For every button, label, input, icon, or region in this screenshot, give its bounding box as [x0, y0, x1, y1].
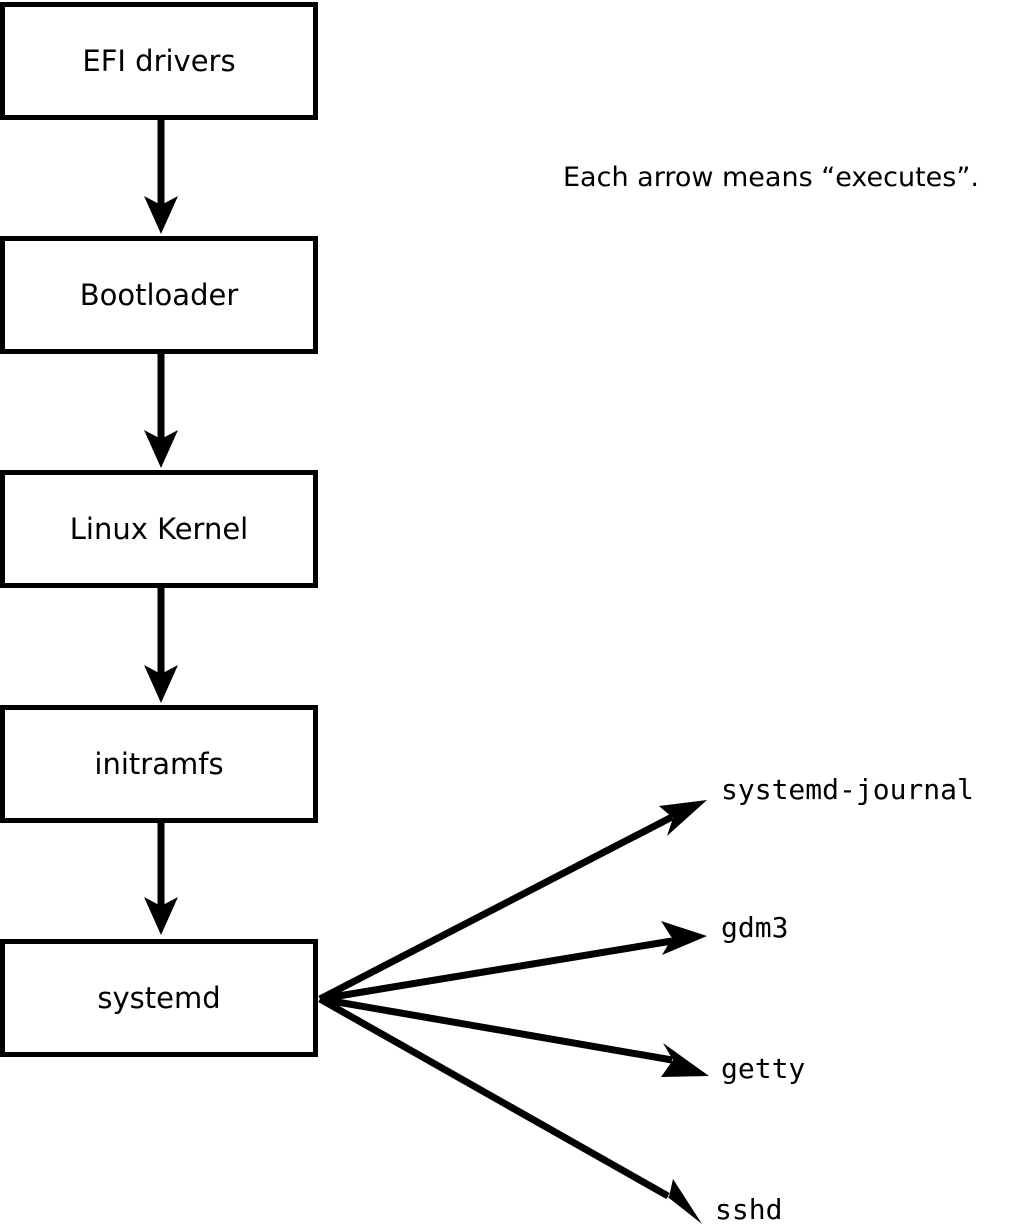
node-label: initramfs — [94, 746, 224, 781]
node-label: EFI drivers — [82, 43, 236, 78]
arrow-systemd-to-gdm3 — [319, 921, 707, 1003]
arrow-efi-drivers-to-bootloader — [144, 118, 178, 234]
arrow-initramfs-to-systemd — [144, 821, 178, 935]
leaf-label-sshd: sshd — [715, 1193, 783, 1226]
node-systemd[interactable]: systemd — [0, 939, 318, 1057]
leaf-label-systemd-journal: systemd-journal — [721, 773, 974, 806]
arrow-systemd-to-getty — [319, 995, 709, 1077]
leaf-label-getty: getty — [721, 1052, 806, 1085]
arrow-bootloader-to-linux-kernel — [144, 352, 178, 468]
diagram-caption: Each arrow means “executes”. — [563, 162, 979, 193]
node-linux-kernel[interactable]: Linux Kernel — [0, 470, 318, 588]
node-label: systemd — [97, 980, 221, 1015]
leaf-label-gdm3: gdm3 — [721, 911, 789, 944]
node-bootloader[interactable]: Bootloader — [0, 236, 318, 354]
arrow-systemd-to-sshd — [318, 995, 702, 1224]
node-efi-drivers[interactable]: EFI drivers — [0, 2, 318, 120]
node-initramfs[interactable]: initramfs — [0, 705, 318, 823]
node-label: Bootloader — [79, 277, 239, 312]
node-label: Linux Kernel — [69, 511, 249, 546]
arrow-systemd-to-systemd-journal — [318, 800, 707, 1003]
arrow-linux-kernel-to-initramfs — [144, 587, 178, 703]
